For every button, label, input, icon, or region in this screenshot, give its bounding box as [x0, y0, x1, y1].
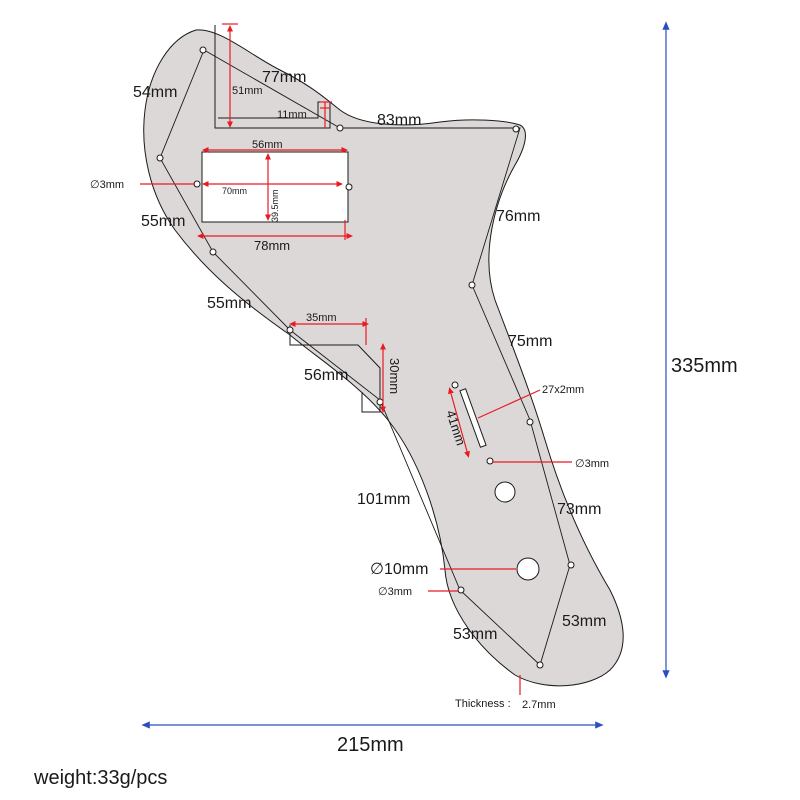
label-left-lower: 55mm [207, 295, 251, 312]
label-total-width: 215mm [337, 734, 404, 756]
label-left-upper: 55mm [141, 213, 185, 230]
label-notch-depth: 51mm [232, 85, 263, 97]
label-right-upper: 76mm [496, 208, 540, 225]
label-lower-diag: 56mm [304, 367, 348, 384]
label-top-diag: 77mm [262, 69, 306, 86]
label-lower-notch-width: 35mm [306, 312, 337, 324]
label-top-left: 54mm [133, 84, 177, 101]
label-thickness: Thickness : [455, 698, 511, 710]
control-hole-upper [494, 481, 516, 503]
label-top-right: 83mm [377, 112, 421, 129]
label-hole-large: ∅10mm [370, 561, 428, 578]
control-hole-lower [516, 557, 540, 581]
label-bottom-left: 53mm [453, 626, 497, 643]
label-bottom-right: 53mm [562, 613, 606, 630]
label-slot-size: 27x2mm [542, 384, 584, 396]
label-pickup-inner: 70mm [222, 186, 247, 196]
label-pickup-height: 39.5mm [270, 189, 280, 222]
label-hole-left: ∅3mm [90, 179, 124, 191]
label-pickup-top: 56mm [252, 139, 283, 151]
red-dimensions [140, 23, 572, 695]
weight-label: weight:33g/pcs [33, 767, 167, 789]
label-right-lower: 73mm [557, 501, 601, 518]
label-notch-width: 11mm [277, 109, 307, 121]
label-right-mid: 75mm [508, 333, 552, 350]
label-lower-notch-depth: 30mm [387, 358, 402, 394]
label-total-height: 335mm [671, 355, 738, 377]
label-hole-bottom: ∅3mm [378, 586, 412, 598]
label-hole-right: ∅3mm [575, 458, 609, 470]
label-pickup-outer: 78mm [254, 238, 290, 253]
pickup-cutout [201, 151, 349, 223]
blue-dimensions [141, 21, 670, 729]
label-left-long: 101mm [357, 491, 410, 508]
label-thickness-value: 2.7mm [522, 699, 556, 711]
